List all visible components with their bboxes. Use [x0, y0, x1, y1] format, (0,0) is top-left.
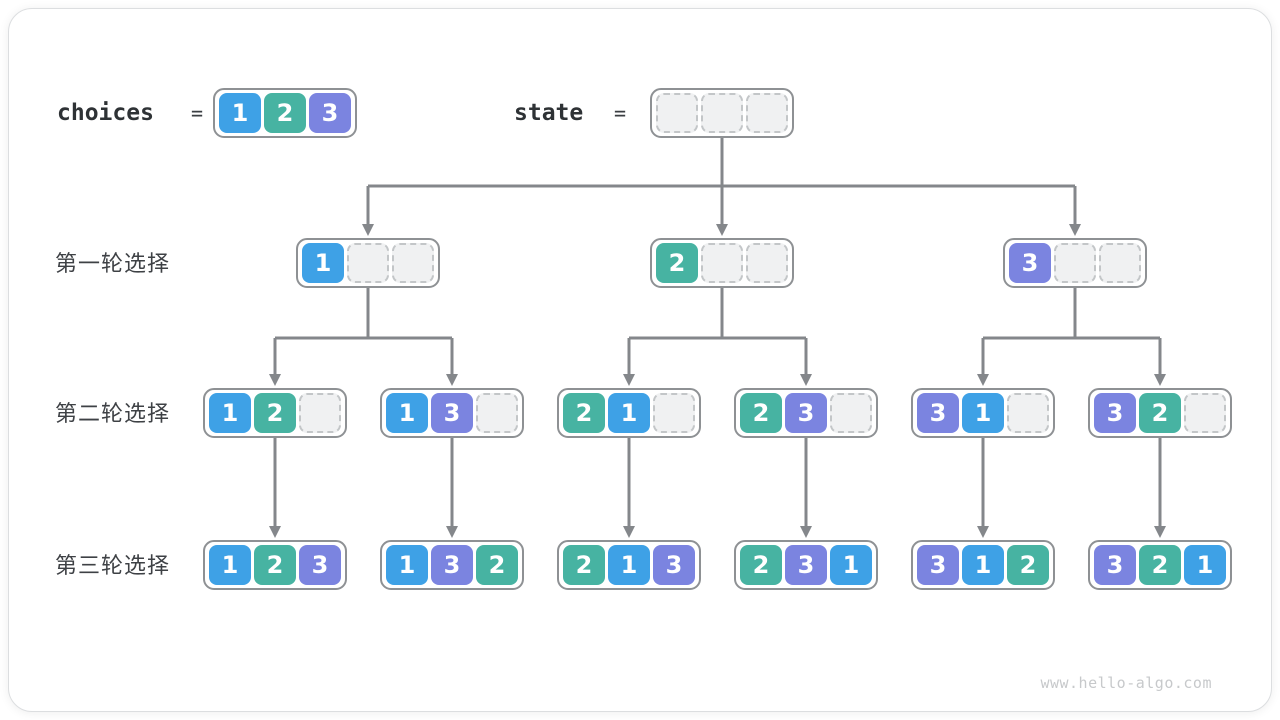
choice-cell-3: 3: [1009, 243, 1051, 283]
choice-cell-1: 1: [962, 393, 1004, 433]
choices-label: choices: [57, 100, 154, 126]
round-1-label: 第一轮选择: [55, 251, 171, 276]
empty-slot: [392, 243, 434, 283]
choice-cell-2: 2: [656, 243, 698, 283]
choice-cell-3: 3: [785, 393, 827, 433]
empty-slot: [746, 243, 788, 283]
empty-slot: [1007, 393, 1049, 433]
state-equals-sign: =: [614, 101, 627, 125]
choice-cell-3: 3: [431, 393, 473, 433]
choice-cell-1: 1: [209, 545, 251, 585]
choice-cell-1: 1: [209, 393, 251, 433]
empty-slot: [653, 393, 695, 433]
choice-cell-1: 1: [962, 545, 1004, 585]
empty-slot: [701, 93, 743, 133]
choice-cell-1: 1: [608, 545, 650, 585]
choice-cell-3: 3: [431, 545, 473, 585]
watermark-text: www.hello-algo.com: [1040, 674, 1212, 692]
choice-cell-1: 1: [386, 545, 428, 585]
empty-slot: [1054, 243, 1096, 283]
choice-cell-2: 2: [264, 93, 306, 133]
choice-cell-1: 1: [386, 393, 428, 433]
empty-slot: [347, 243, 389, 283]
choice-cell-1: 1: [1184, 545, 1226, 585]
choice-cell-3: 3: [1094, 393, 1136, 433]
choice-cell-1: 1: [608, 393, 650, 433]
choice-cell-2: 2: [1007, 545, 1049, 585]
state-node-r1-2: 2: [650, 238, 794, 288]
empty-slot: [830, 393, 872, 433]
choice-cell-3: 3: [1094, 545, 1136, 585]
choice-cell-3: 3: [309, 93, 351, 133]
empty-slot: [701, 243, 743, 283]
choice-cell-2: 2: [563, 545, 605, 585]
state-array-root: [650, 88, 794, 138]
empty-slot: [746, 93, 788, 133]
choice-cell-1: 1: [302, 243, 344, 283]
choice-cell-3: 3: [785, 545, 827, 585]
round-3-label: 第三轮选择: [55, 553, 171, 578]
state-label: state: [514, 100, 584, 126]
choice-cell-2: 2: [476, 545, 518, 585]
choice-cell-2: 2: [1139, 393, 1181, 433]
empty-slot: [476, 393, 518, 433]
choice-cell-3: 3: [653, 545, 695, 585]
choice-cell-2: 2: [740, 393, 782, 433]
choice-cell-3: 3: [917, 545, 959, 585]
choice-cell-2: 2: [254, 393, 296, 433]
choice-cell-1: 1: [830, 545, 872, 585]
choice-cell-2: 2: [254, 545, 296, 585]
empty-slot: [656, 93, 698, 133]
choice-cell-2: 2: [1139, 545, 1181, 585]
state-node-r1-3: 3: [1003, 238, 1147, 288]
state-node-r1-1: 1: [296, 238, 440, 288]
empty-slot: [299, 393, 341, 433]
choice-cell-3: 3: [917, 393, 959, 433]
choice-cell-3: 3: [299, 545, 341, 585]
choice-cell-2: 2: [563, 393, 605, 433]
choice-cell-1: 1: [219, 93, 261, 133]
choices-equals-sign: =: [191, 101, 204, 125]
choice-cell-2: 2: [740, 545, 782, 585]
empty-slot: [1184, 393, 1226, 433]
empty-slot: [1099, 243, 1141, 283]
round-2-label: 第二轮选择: [55, 401, 171, 426]
